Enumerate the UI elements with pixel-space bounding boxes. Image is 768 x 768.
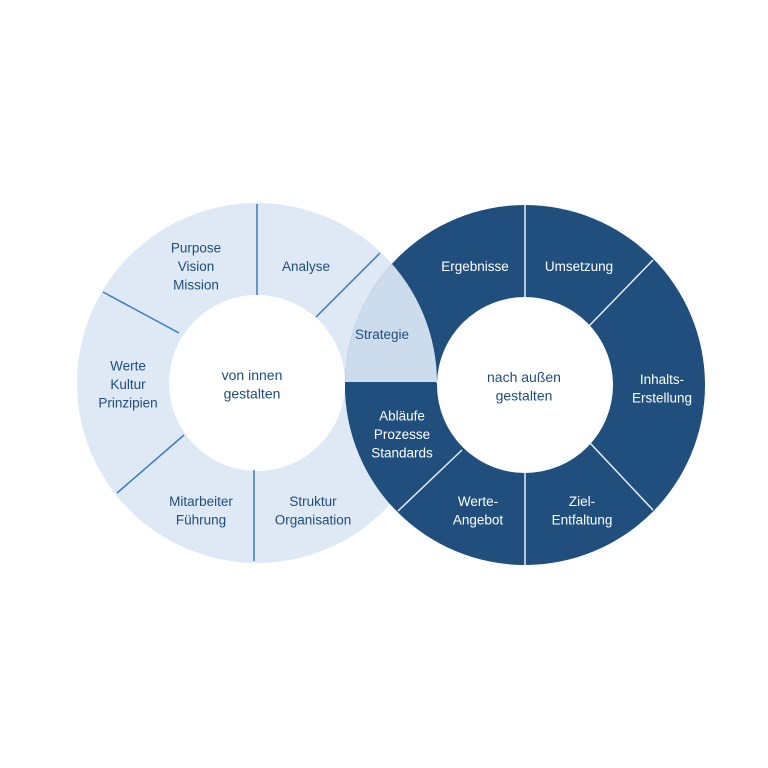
left-segment-mitarbeiter-fuehrung-line-2: Führung bbox=[176, 512, 226, 527]
left-center-label: von innen gestalten bbox=[222, 367, 283, 402]
left-segment-werte-kultur-prinzipien-line-3: Prinzipien bbox=[98, 396, 157, 411]
left-segment-mitarbeiter-fuehrung-line-1: Mitarbeiter bbox=[169, 494, 233, 509]
right-segment-werte-angebot-line-2: Angebot bbox=[453, 512, 504, 527]
right-divider-2 bbox=[588, 259, 654, 327]
right-segment-inhalts-erstellung-line-2: Erstellung bbox=[632, 390, 692, 405]
right-segment-umsetzung: Umsetzung bbox=[545, 259, 613, 274]
left-segment-strategie-line-1: Strategie bbox=[355, 327, 409, 342]
left-segment-werte-kultur-prinzipien-line-1: Werte bbox=[110, 359, 146, 374]
left-segment-struktur-organisation-line-1: Struktur bbox=[289, 494, 337, 509]
left-segment-purpose-vision-mission-line-2: Vision bbox=[178, 259, 215, 274]
right-segment-inhalts-erstellung-line-1: Inhalts- bbox=[640, 372, 684, 387]
left-divider-5 bbox=[315, 252, 381, 318]
right-segment-ziel-entfaltung-line-2: Entfaltung bbox=[552, 512, 613, 527]
left-center-label-line-1: von innen bbox=[222, 367, 283, 383]
right-center-label-line-1: nach außen bbox=[487, 369, 561, 385]
right-segment-ablaeufe-prozesse-standards-line-3: Standards bbox=[371, 446, 433, 461]
right-center-label: nach außen gestalten bbox=[487, 369, 561, 404]
left-segment-purpose-vision-mission-line-1: Purpose bbox=[171, 241, 221, 256]
right-segment-werte-angebot: Werte- Angebot bbox=[453, 494, 504, 528]
left-segment-werte-kultur-prinzipien-line-2: Kultur bbox=[110, 377, 146, 392]
left-divider-3 bbox=[116, 434, 185, 494]
left-segment-analyse-line-1: Analyse bbox=[282, 259, 330, 274]
right-divider-5 bbox=[397, 449, 463, 512]
left-segment-purpose-vision-mission-line-3: Mission bbox=[173, 278, 219, 293]
right-segment-ablaeufe-prozesse-standards-line-2: Prozesse bbox=[374, 427, 430, 442]
right-segment-ergebnisse-line-1: Ergebnisse bbox=[441, 259, 509, 274]
right-divider-3 bbox=[589, 442, 654, 511]
left-segment-analyse: Analyse bbox=[282, 259, 330, 274]
right-center-label-line-2: gestalten bbox=[496, 387, 553, 403]
right-segment-ablaeufe-prozesse-standards-line-1: Abläufe bbox=[379, 409, 425, 424]
left-ring bbox=[77, 203, 437, 563]
right-segment-werte-angebot-line-1: Werte- bbox=[458, 494, 498, 509]
right-segment-ergebnisse: Ergebnisse bbox=[441, 259, 509, 274]
left-divider-2 bbox=[102, 291, 180, 334]
right-segment-ziel-entfaltung: Ziel- Entfaltung bbox=[552, 494, 613, 528]
left-segment-struktur-organisation-line-2: Organisation bbox=[275, 512, 352, 527]
left-center-label-line-2: gestalten bbox=[224, 385, 281, 401]
right-segment-umsetzung-line-1: Umsetzung bbox=[545, 259, 613, 274]
right-segment-ziel-entfaltung-line-1: Ziel- bbox=[569, 494, 595, 509]
left-segment-strategie: Strategie bbox=[355, 327, 409, 342]
right-segment-inhalts-erstellung: Inhalts- Erstellung bbox=[632, 372, 692, 406]
